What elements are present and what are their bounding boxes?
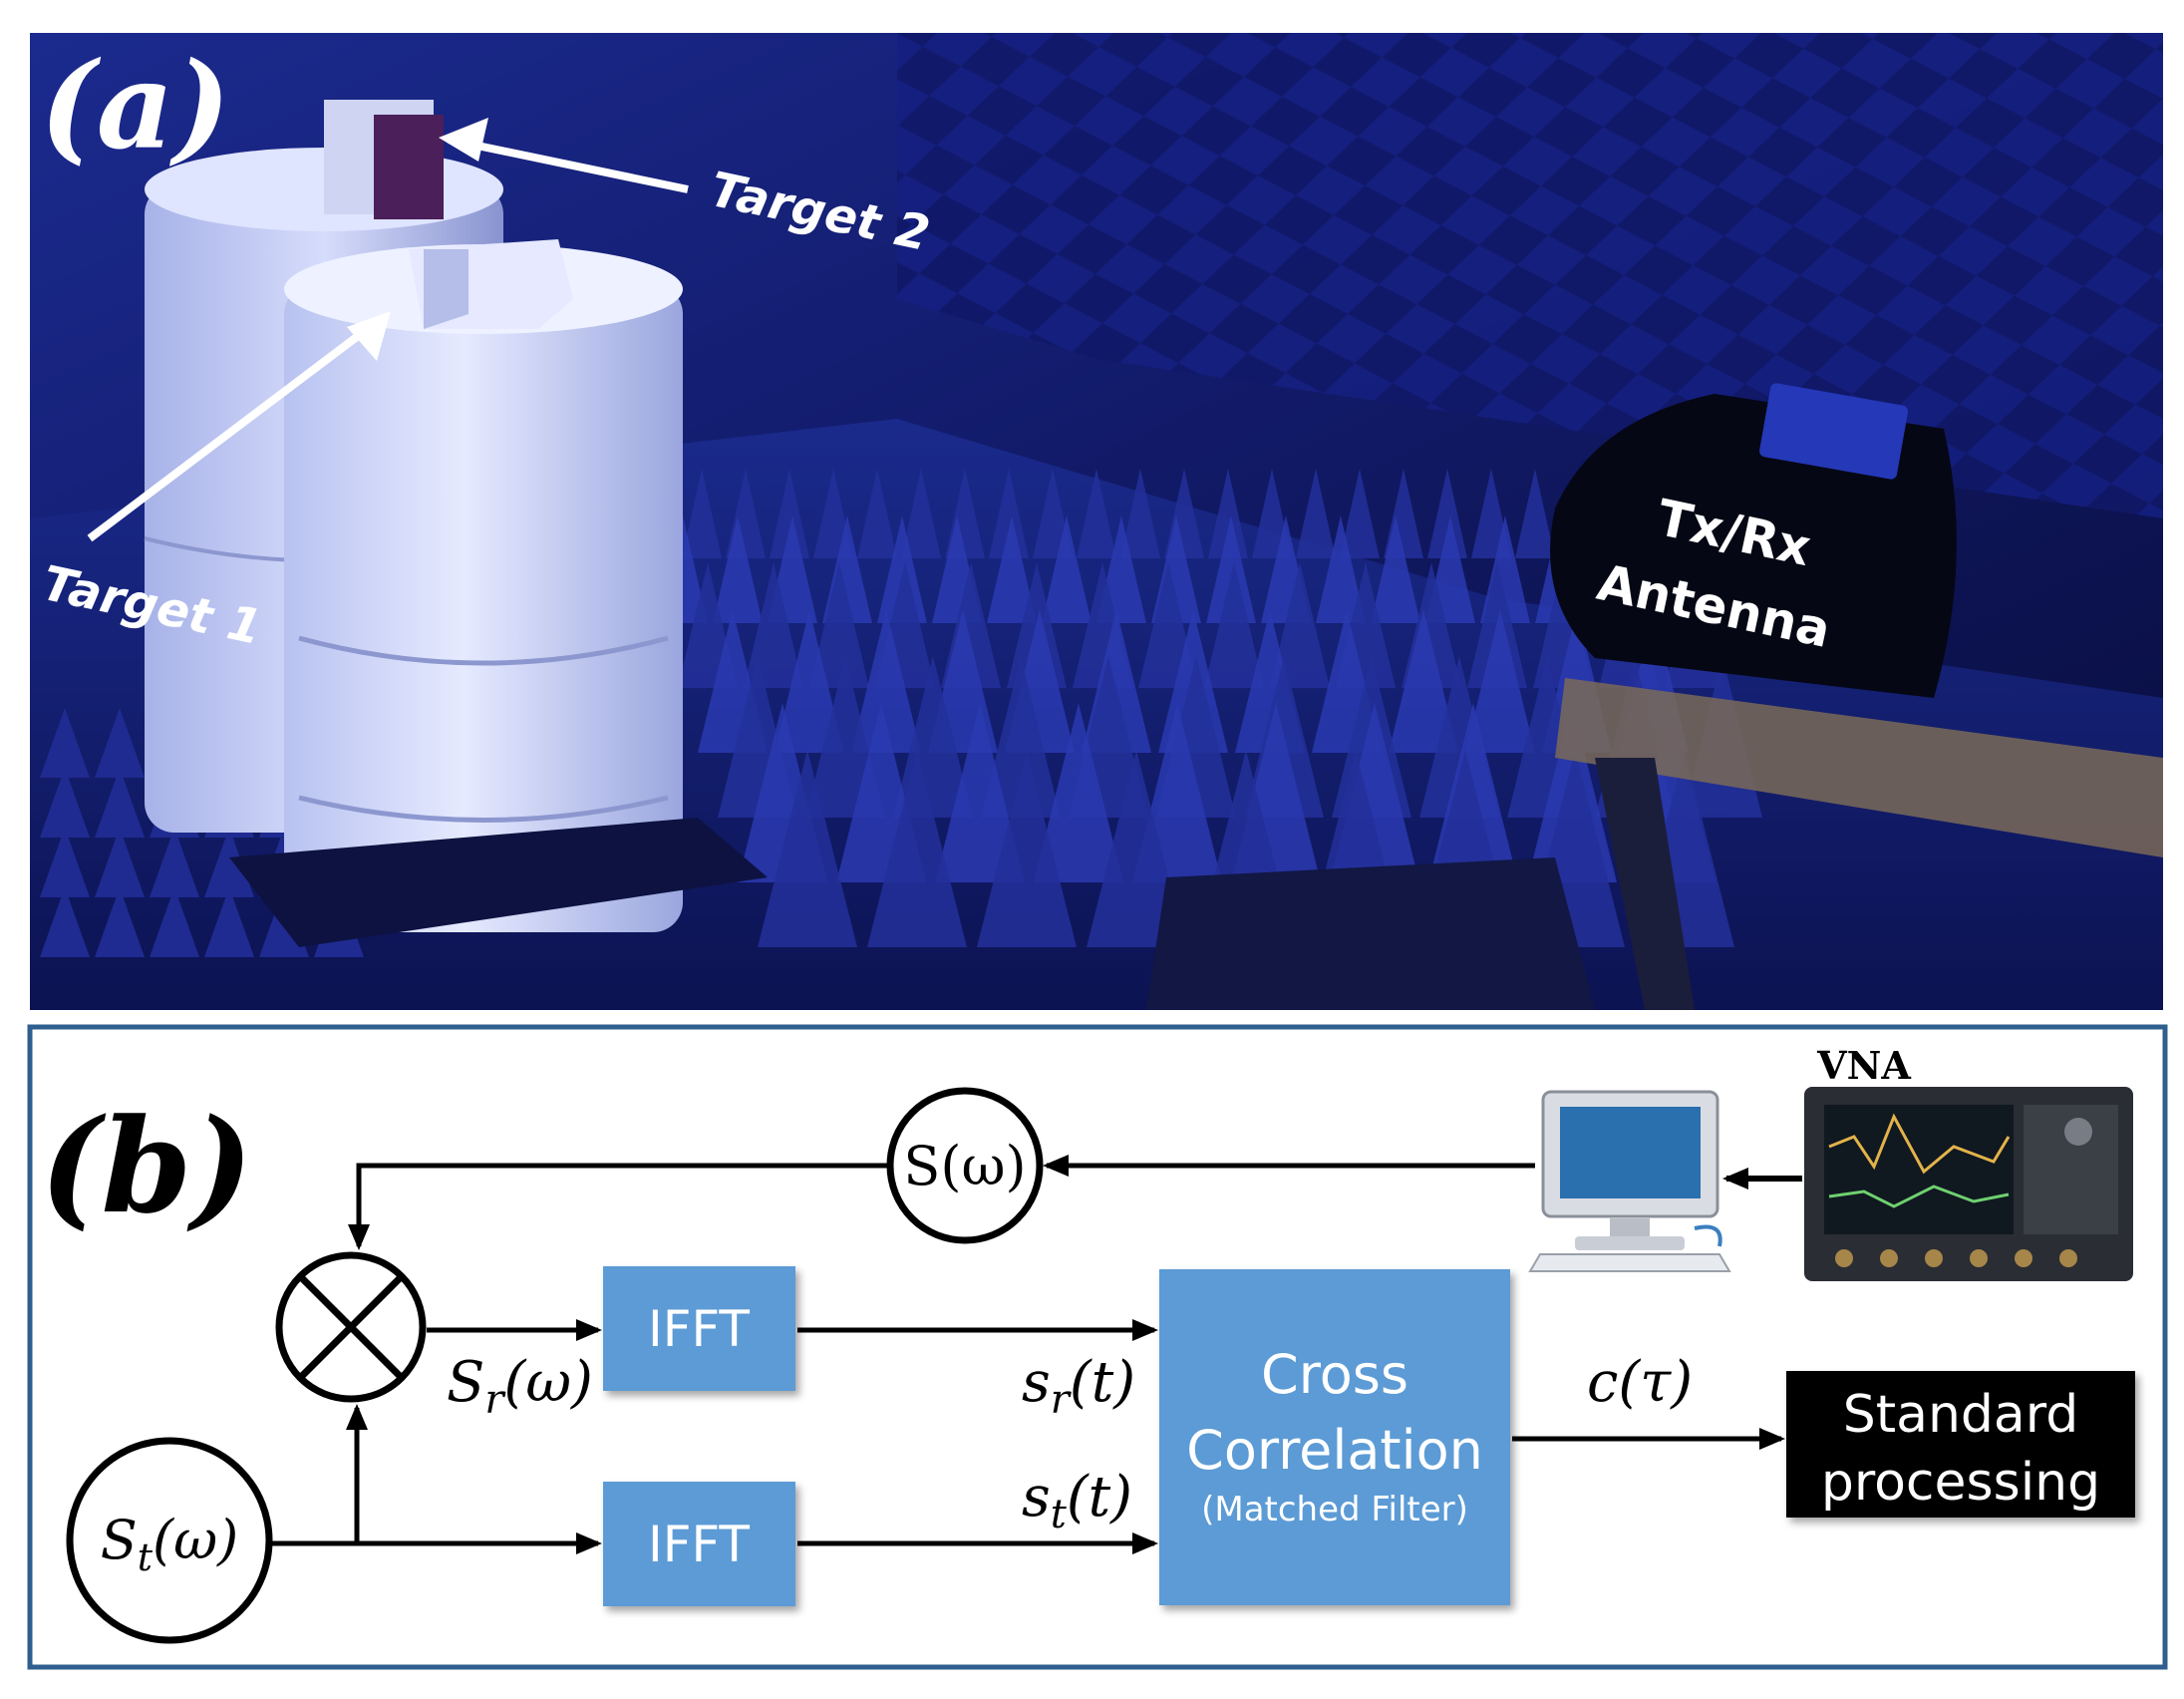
- standard-processing-line1: Standard: [1843, 1385, 2079, 1445]
- absorber-cone: [770, 469, 809, 558]
- absorber-cone: [40, 828, 90, 897]
- absorber-cone: [682, 469, 722, 558]
- absorber-cone: [857, 469, 897, 558]
- arrow-s-omega-to-multiplier: [348, 1163, 888, 1250]
- standard-processing-block: [1786, 1371, 2135, 1518]
- computer-icon: [1528, 1090, 1731, 1272]
- absorber-cone: [713, 515, 763, 623]
- target1-reflector: [409, 239, 573, 329]
- st-omega-label: St(ω): [101, 1509, 238, 1579]
- rotator-base: [229, 818, 768, 947]
- absorber-cone: [1206, 515, 1256, 623]
- absorber-cone: [1270, 562, 1330, 688]
- absorber-cone: [1389, 609, 1458, 753]
- absorber-cone: [204, 887, 254, 957]
- absorber-cone: [204, 828, 254, 897]
- panel-b-diagram: (b) VNA S(ω): [27, 1024, 2168, 1670]
- absorber-cone: [1204, 562, 1264, 688]
- absorber-cone: [1371, 515, 1420, 623]
- absorber-cone: [150, 887, 199, 957]
- panel-b-label: (b): [40, 1090, 253, 1242]
- absorber-cone: [935, 703, 1025, 882]
- target2-arrow-head: [439, 118, 488, 162]
- panel-a-label: (a): [40, 36, 230, 176]
- vna-instrument: VNA: [1804, 1043, 2133, 1281]
- absorber-cone: [977, 750, 1077, 947]
- absorber-cone: [1340, 469, 1380, 558]
- absorber-cone: [989, 469, 1029, 558]
- absorber-cone: [1120, 469, 1160, 558]
- absorber-cone: [95, 768, 145, 838]
- antenna-sticker: [1759, 383, 1909, 480]
- standard-processing-line2: processing: [1821, 1453, 2100, 1513]
- vna-port: [1880, 1249, 1898, 1267]
- target1-arrow-shaft: [87, 320, 377, 542]
- absorber-cone: [1515, 469, 1555, 558]
- antenna-table: [1555, 678, 2163, 857]
- absorber-cone: [877, 515, 927, 623]
- absorber-cone: [1087, 750, 1186, 947]
- st-omega-node: [66, 1437, 273, 1644]
- absorber-cone: [150, 828, 199, 897]
- absorber-cone: [1034, 703, 1123, 882]
- absorber-cone: [1077, 469, 1116, 558]
- absorber-cone: [40, 708, 90, 778]
- absorber-cone: [1208, 469, 1248, 558]
- target2-cube: [324, 100, 444, 219]
- ifft-bottom-label: IFFT: [648, 1516, 750, 1573]
- absorber-cone: [1465, 609, 1535, 753]
- cross-correlation-line2: Correlation: [1186, 1419, 1483, 1482]
- target1-arrow-head: [347, 311, 391, 361]
- absorber-cone: [40, 887, 90, 957]
- s-omega-label: S(ω): [903, 1135, 1026, 1197]
- absorber-cone: [1042, 515, 1092, 623]
- target2-arrow-shaft: [448, 136, 689, 193]
- absorber-cone: [1427, 469, 1467, 558]
- vna-port: [2015, 1249, 2032, 1267]
- vna-port: [1970, 1249, 1988, 1267]
- absorber-cone: [809, 562, 869, 688]
- ifft-top-block: [603, 1266, 795, 1391]
- vna-label: VNA: [1816, 1043, 1911, 1088]
- st-t-label: st(t): [1022, 1465, 1132, 1537]
- s-omega-node: [886, 1087, 1044, 1244]
- vna-port: [1925, 1249, 1943, 1267]
- ifft-bottom-block: [603, 1482, 795, 1606]
- cross-correlation-block: [1159, 1269, 1510, 1605]
- cross-correlation-line3: (Matched Filter): [1201, 1490, 1468, 1529]
- absorber-cone: [40, 768, 90, 838]
- absorber-cone: [744, 562, 803, 688]
- absorber-cone: [981, 656, 1061, 818]
- sr-omega-label: Sr(ω): [447, 1350, 593, 1423]
- sr-t-label: sr(t): [1022, 1350, 1135, 1423]
- absorber-cone: [95, 828, 145, 897]
- vna-port: [2059, 1249, 2077, 1267]
- vna-port: [1835, 1249, 1853, 1267]
- c-tau-label: c(τ): [1587, 1350, 1693, 1415]
- target1-support-cylinder: [284, 244, 683, 932]
- panel-a-photo: (a) Target 2 Target 1 Tx/Rx Antenna: [30, 33, 2163, 1010]
- absorber-cone: [758, 750, 857, 947]
- tx-rx-antenna: [1146, 383, 2163, 1010]
- absorber-cone: [1296, 469, 1336, 558]
- absorber-cone: [901, 469, 941, 558]
- absorber-cone: [95, 708, 145, 778]
- cross-correlation-line1: Cross: [1261, 1343, 1408, 1406]
- absorber-cone: [95, 887, 145, 957]
- ifft-top-label: IFFT: [648, 1300, 750, 1358]
- multiplier-node: [275, 1251, 427, 1403]
- absorber-cone: [775, 609, 844, 753]
- absorber-cone: [851, 609, 921, 753]
- absorber-cone: [1316, 515, 1366, 623]
- absorber-cone: [987, 515, 1037, 623]
- absorber-cone: [867, 750, 967, 947]
